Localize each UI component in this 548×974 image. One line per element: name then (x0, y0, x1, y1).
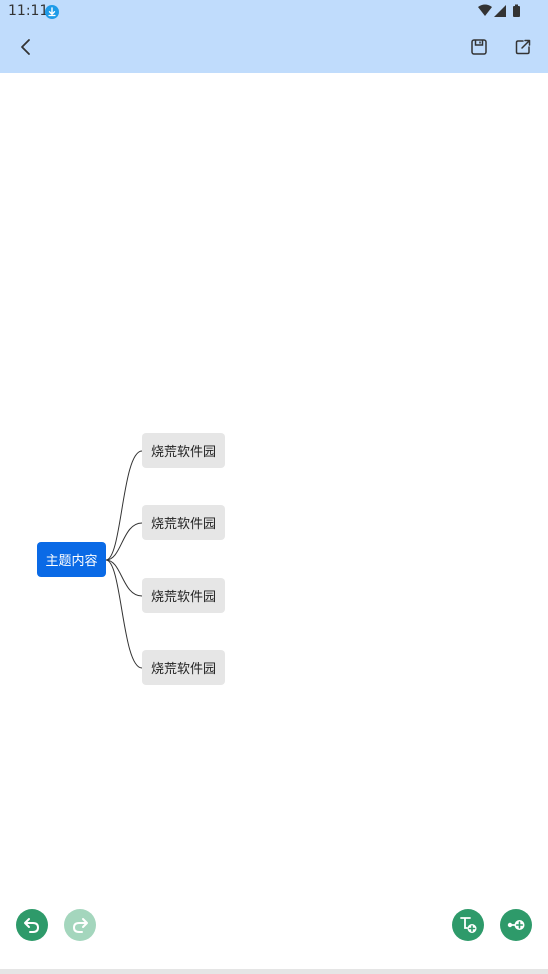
redo-icon (72, 918, 88, 933)
share-button[interactable] (508, 32, 538, 62)
add-sibling-node-icon (507, 920, 525, 930)
chevron-left-icon (21, 39, 30, 55)
save-icon (471, 39, 487, 55)
undo-button[interactable] (16, 909, 48, 941)
undo-icon (24, 918, 40, 933)
redo-button[interactable] (64, 909, 96, 941)
child-topic-node[interactable]: 烧荒软件园 (142, 505, 225, 540)
signal-icon (494, 5, 506, 17)
root-topic-node[interactable]: 主题内容 (37, 542, 106, 577)
connector-line (105, 522, 143, 561)
mindmap-connectors (105, 450, 143, 669)
add-sibling-node-button[interactable] (500, 909, 532, 941)
download-icon (45, 4, 59, 19)
navigation-bar (0, 969, 548, 974)
add-child-node-button[interactable] (452, 909, 484, 941)
status-bar: 11:11 (0, 0, 548, 24)
header: 11:11 (0, 0, 548, 73)
back-button[interactable] (11, 32, 41, 62)
mindmap-canvas[interactable]: 主题内容 烧荒软件园 烧荒软件园 烧荒软件园 烧荒软件园 (0, 73, 548, 969)
child-topic-node[interactable]: 烧荒软件园 (142, 650, 225, 685)
connector-line (105, 450, 143, 561)
share-icon (515, 39, 531, 55)
battery-icon (513, 4, 520, 17)
save-button[interactable] (464, 32, 494, 62)
app-bar (0, 28, 548, 68)
child-topic-node[interactable]: 烧荒软件园 (142, 578, 225, 613)
status-time: 11:11 (8, 3, 49, 19)
child-topic-node[interactable]: 烧荒软件园 (142, 433, 225, 468)
wifi-icon (478, 4, 492, 16)
add-child-node-icon (460, 917, 477, 933)
connector-line (105, 559, 143, 669)
status-icons (478, 4, 524, 18)
connector-line (105, 559, 143, 597)
